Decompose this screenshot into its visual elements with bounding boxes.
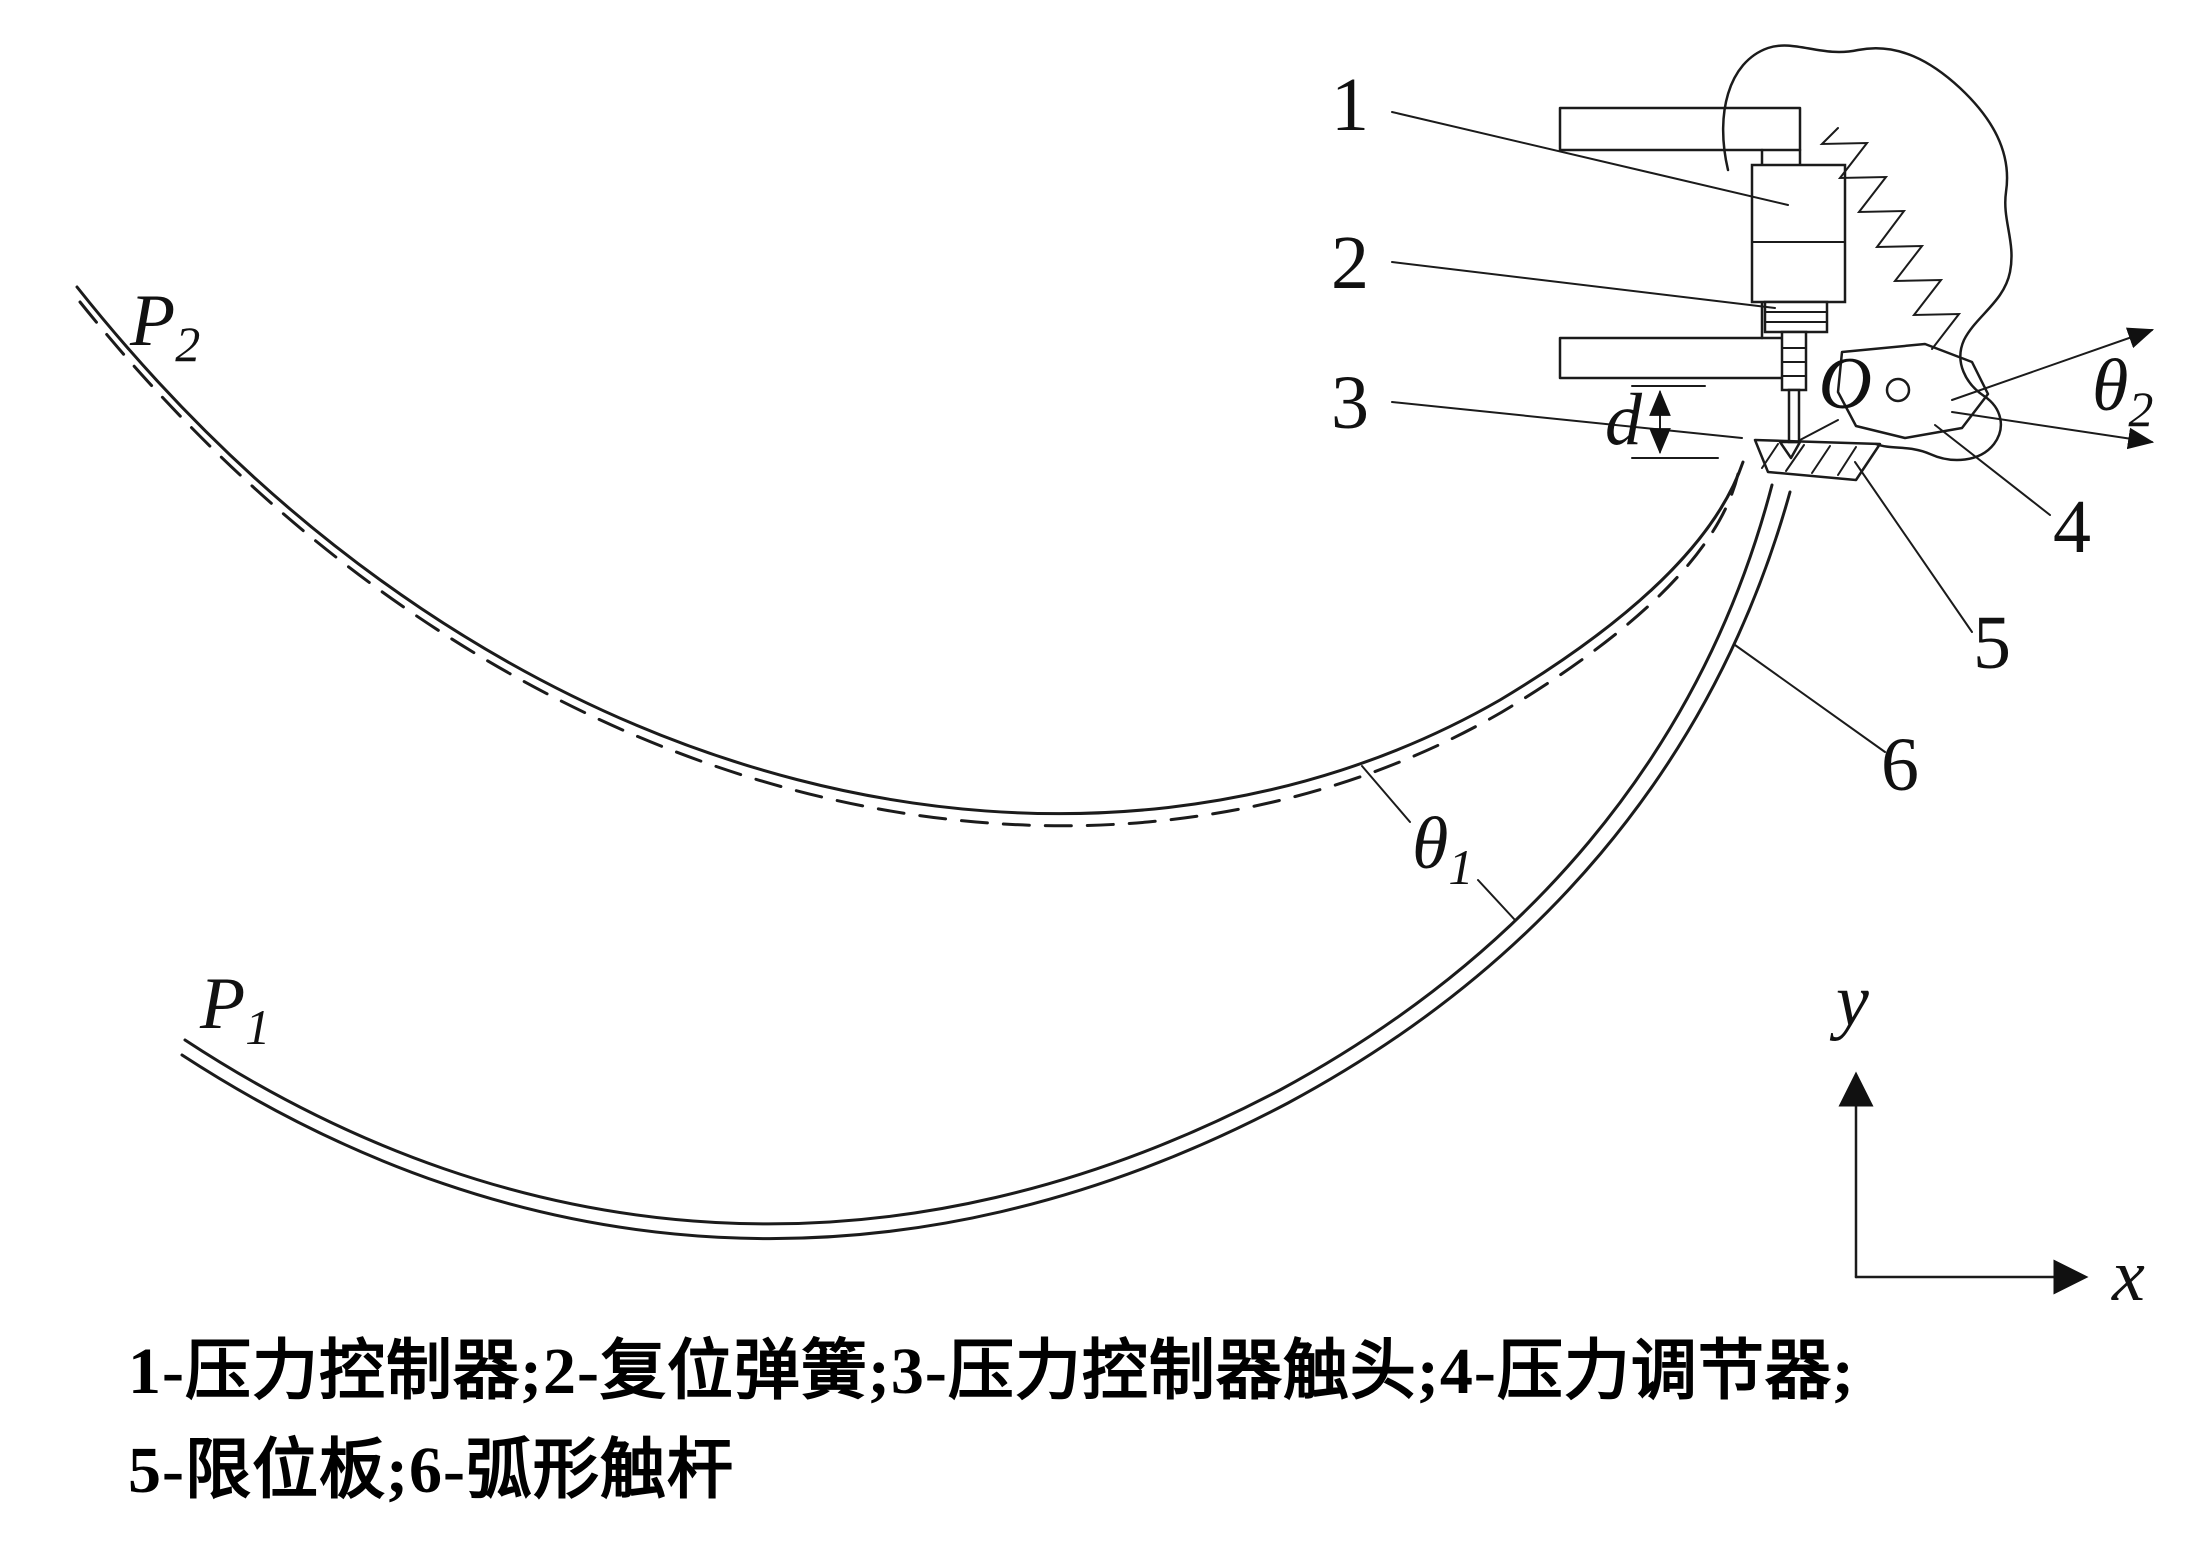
pressure-controller-block	[1750, 163, 1847, 304]
leader-part5	[1854, 461, 1973, 633]
curve-p1-outer	[183, 483, 1774, 1226]
contact-stem	[1787, 388, 1801, 444]
limit-plate	[1753, 438, 1882, 482]
label-theta2: θ2	[2092, 345, 2153, 437]
label-part3: 3	[1331, 361, 1369, 445]
label-part5: 5	[1973, 601, 2011, 685]
arc-curves	[75, 285, 1792, 1241]
coil-spring	[1819, 127, 1962, 350]
label-part2: 2	[1331, 221, 1369, 305]
bracket-bottom-plate	[1558, 336, 1802, 380]
limit-plate-hatch	[1811, 445, 1831, 474]
leader-part6	[1734, 644, 1886, 753]
regulator-link-line	[1799, 419, 1839, 441]
dimensions	[1631, 327, 2155, 459]
mechanism-assembly	[1558, 44, 2013, 482]
label-p1: P1	[199, 963, 270, 1055]
caption-line-1: 1-压力控制器;2-复位弹簧;3-压力控制器触头;4-压力调节器;	[128, 1335, 1855, 1408]
text-labels: 1 2 3 4 5 6 P2 P1 θ1 θ2 d O y x	[129, 63, 2153, 1317]
curve-p1-inner	[180, 490, 1792, 1241]
leader-part4	[1934, 424, 2051, 516]
label-d: d	[1605, 379, 1643, 461]
curve-p2-outer	[75, 285, 1745, 816]
label-axis-x: x	[2111, 1235, 2145, 1317]
label-origin-o: O	[1819, 343, 1872, 425]
limit-plate-hatch	[1761, 443, 1779, 469]
label-part4: 4	[2053, 485, 2091, 569]
theta2-dim-line-upper	[1951, 327, 2155, 401]
mounting-body-outline	[1721, 44, 2013, 462]
label-theta1: θ1	[1412, 803, 1473, 895]
leader-part1	[1391, 111, 1789, 206]
label-axis-y: y	[1829, 960, 1869, 1042]
return-spring-housing	[1763, 300, 1829, 334]
theta2-dim-line-lower	[1951, 411, 2155, 450]
pressure-regulator-body	[1836, 342, 1990, 440]
leader-theta1-upper	[1361, 765, 1411, 823]
pivot-circle	[1885, 377, 1911, 403]
coordinate-axes	[1838, 1071, 2089, 1295]
leader-lines	[1361, 111, 2051, 921]
leader-part2	[1391, 261, 1776, 309]
limit-plate-hatch	[1785, 444, 1805, 472]
figure-caption: 1-压力控制器;2-复位弹簧;3-压力控制器触头;4-压力调节器; 5-限位板;…	[128, 1322, 2168, 1520]
caption-line-2: 5-限位板;6-弧形触杆	[128, 1434, 734, 1507]
label-part6: 6	[1881, 723, 1919, 807]
leader-theta1-lower	[1477, 879, 1516, 921]
curve-p2-inner-dashed	[78, 300, 1740, 828]
leader-part3	[1391, 401, 1743, 439]
bracket-top-plate	[1558, 106, 1802, 152]
label-part1: 1	[1331, 63, 1369, 147]
label-p2: P2	[129, 280, 200, 372]
limit-plate-hatch	[1837, 446, 1857, 476]
